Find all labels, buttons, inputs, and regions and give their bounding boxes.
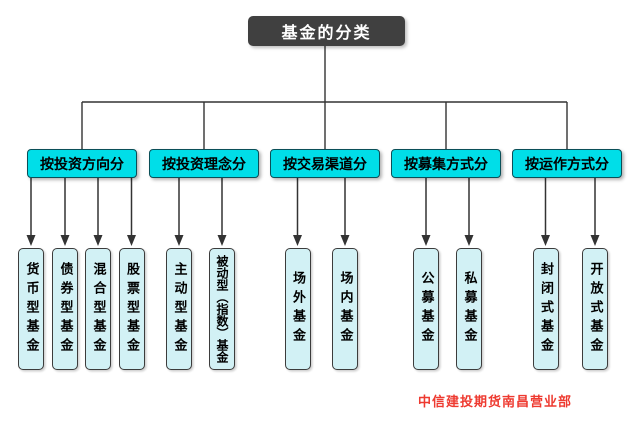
leaf-label: 混合型基金 (90, 261, 106, 357)
category-investment-philosophy: 按投资理念分 (149, 149, 259, 178)
root-node: 基金的分类 (248, 16, 405, 46)
leaf-label: 开放式基金 (587, 261, 603, 357)
leaf-label: 被动型（指数）基金 (215, 255, 229, 363)
leaf-closed-end-fund: 封闭式基金 (532, 248, 559, 370)
leaf-bond-fund: 债券型基金 (52, 248, 78, 370)
category-fundraising-method: 按募集方式分 (391, 149, 501, 178)
leaf-label: 场外基金 (290, 271, 305, 347)
leaf-passive-index-fund: 被动型（指数）基金 (209, 248, 235, 370)
leaf-label: 场内基金 (337, 271, 353, 347)
leaf-private-fund: 私募基金 (456, 248, 482, 370)
leaf-label: 货币型基金 (23, 261, 39, 357)
leaf-label: 股票型基金 (124, 261, 139, 357)
leaf-active-fund: 主动型基金 (166, 248, 192, 370)
category-investment-direction: 按投资方向分 (27, 149, 137, 178)
category-operation-mode: 按运作方式分 (512, 149, 622, 178)
category-trading-channel: 按交易渠道分 (270, 149, 380, 178)
leaf-label: 私募基金 (461, 271, 477, 347)
leaf-open-end-fund: 开放式基金 (582, 248, 608, 370)
leaf-label: 债券型基金 (57, 261, 73, 357)
leaf-label: 主动型基金 (171, 261, 187, 357)
footer-brand: 中信建投期货南昌营业部 (418, 395, 573, 410)
leaf-label: 公募基金 (418, 271, 434, 347)
leaf-otc-fund: 场外基金 (284, 248, 311, 370)
leaf-money-fund: 货币型基金 (18, 248, 44, 370)
leaf-label: 封闭式基金 (538, 261, 553, 357)
leaf-hybrid-fund: 混合型基金 (85, 248, 111, 370)
leaf-public-fund: 公募基金 (413, 248, 439, 370)
leaf-stock-fund: 股票型基金 (118, 248, 145, 370)
leaf-exchange-fund: 场内基金 (332, 248, 358, 370)
